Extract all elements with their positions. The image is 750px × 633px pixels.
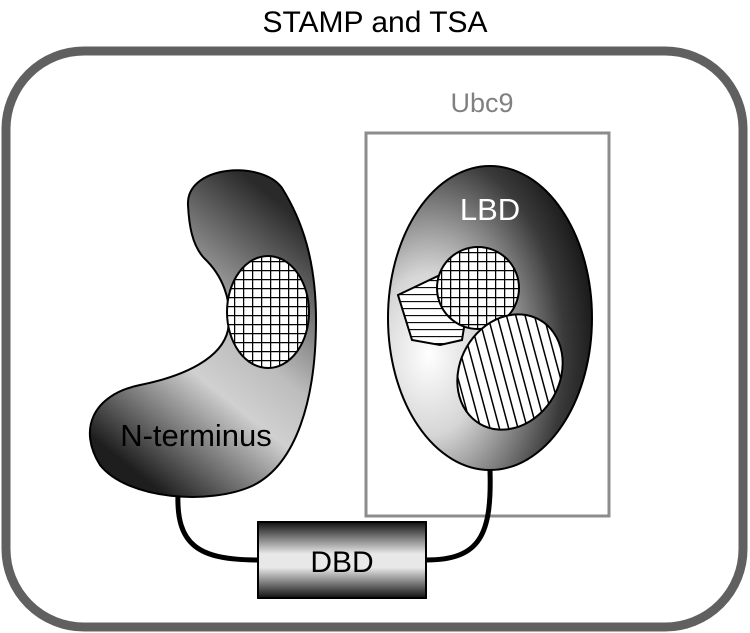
dbd-domain xyxy=(257,521,427,599)
linker-dbd-lbd xyxy=(425,469,493,563)
ubc9-label: Ubc9 xyxy=(450,88,513,118)
linker-n-terminus-dbd xyxy=(175,492,259,563)
lbd-diagonal-hatch-patch xyxy=(456,313,564,431)
dbd-label: DBD xyxy=(310,546,373,579)
lbd-grid-patch xyxy=(436,246,520,330)
lbd-label: LBD xyxy=(460,192,520,227)
n-terminus-label: N-terminus xyxy=(120,418,272,453)
outer-frame xyxy=(1,46,748,632)
n-terminus-grid-patch xyxy=(226,255,310,369)
diagram-title: STAMP and TSA xyxy=(262,6,487,39)
